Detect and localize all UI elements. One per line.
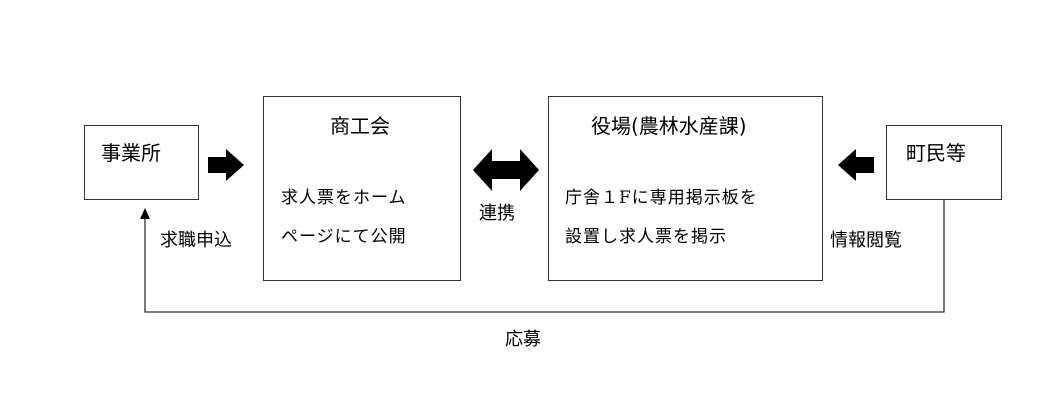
arrow-right-icon [208, 149, 244, 181]
jigyosho-label: 事業所 [101, 141, 161, 165]
arrow-up-icon [140, 208, 150, 219]
double-arrow-icon [473, 149, 539, 191]
shokokai-box [263, 96, 461, 281]
arrow-left-icon [838, 149, 874, 181]
feedback-line [144, 200, 945, 313]
yakuba-body-line2: 設置し求人票を掲示 [565, 227, 727, 247]
obo-label: 応募 [505, 329, 541, 350]
yakuba-title: 役場(農林水産課) [591, 114, 747, 138]
yakuba-box [548, 96, 823, 281]
chomin-box [886, 125, 1002, 200]
shokokai-body-line2: ページにて公開 [281, 227, 407, 247]
joho-etsuran-label: 情報閲覧 [830, 230, 902, 251]
yakuba-body-line1: 庁舎１Fに専用掲示板を [565, 188, 758, 208]
kyujin-moushikomi-label: 求職申込 [160, 230, 232, 251]
chomin-label: 町民等 [906, 141, 966, 165]
shokokai-body-line1: 求人票をホーム [281, 188, 407, 208]
shokokai-title: 商工会 [330, 114, 390, 138]
jigyosho-box [84, 125, 199, 200]
renkei-label: 連携 [479, 203, 515, 224]
